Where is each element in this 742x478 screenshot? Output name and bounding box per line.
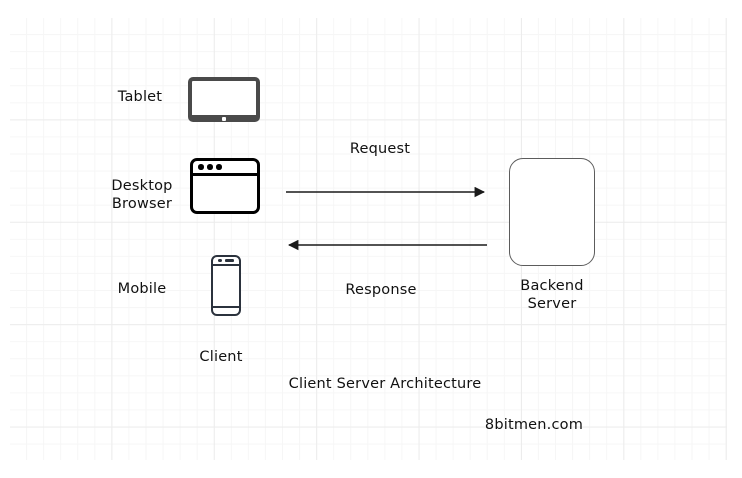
tablet-home-button-dot	[222, 116, 226, 121]
mobile-earpiece-row	[213, 257, 239, 266]
backend-server-node	[509, 158, 595, 266]
desktop-browser-label-line1: Desktop	[111, 178, 173, 194]
watermark: 8bitmen.com	[484, 417, 584, 433]
client-group-label: Client	[199, 349, 243, 365]
browser-dot-1	[198, 164, 204, 170]
browser-titlebar	[193, 161, 257, 176]
mobile-camera-dot	[218, 258, 222, 263]
mobile-label: Mobile	[117, 281, 167, 297]
desktop-browser-label: Desktop Browser	[96, 177, 188, 213]
browser-dot-3	[216, 164, 222, 170]
request-edge-label: Request	[349, 141, 411, 157]
diagram-caption: Client Server Architecture	[288, 376, 482, 392]
browser-window-icon	[190, 158, 260, 214]
mobile-home-bar	[213, 306, 239, 314]
response-edge-label: Response	[345, 282, 417, 298]
backend-server-label-line2: Server	[527, 296, 577, 312]
tablet-icon	[188, 77, 260, 122]
desktop-browser-label-line2: Browser	[111, 196, 173, 212]
mobile-speaker-bar	[224, 259, 234, 262]
backend-server-label-line1: Backend	[520, 278, 584, 294]
tablet-label: Tablet	[117, 89, 163, 105]
mobile-phone-icon	[211, 255, 241, 316]
browser-dot-2	[207, 164, 213, 170]
backend-server-label: Backend Server	[502, 277, 602, 313]
grid-background	[10, 18, 727, 460]
